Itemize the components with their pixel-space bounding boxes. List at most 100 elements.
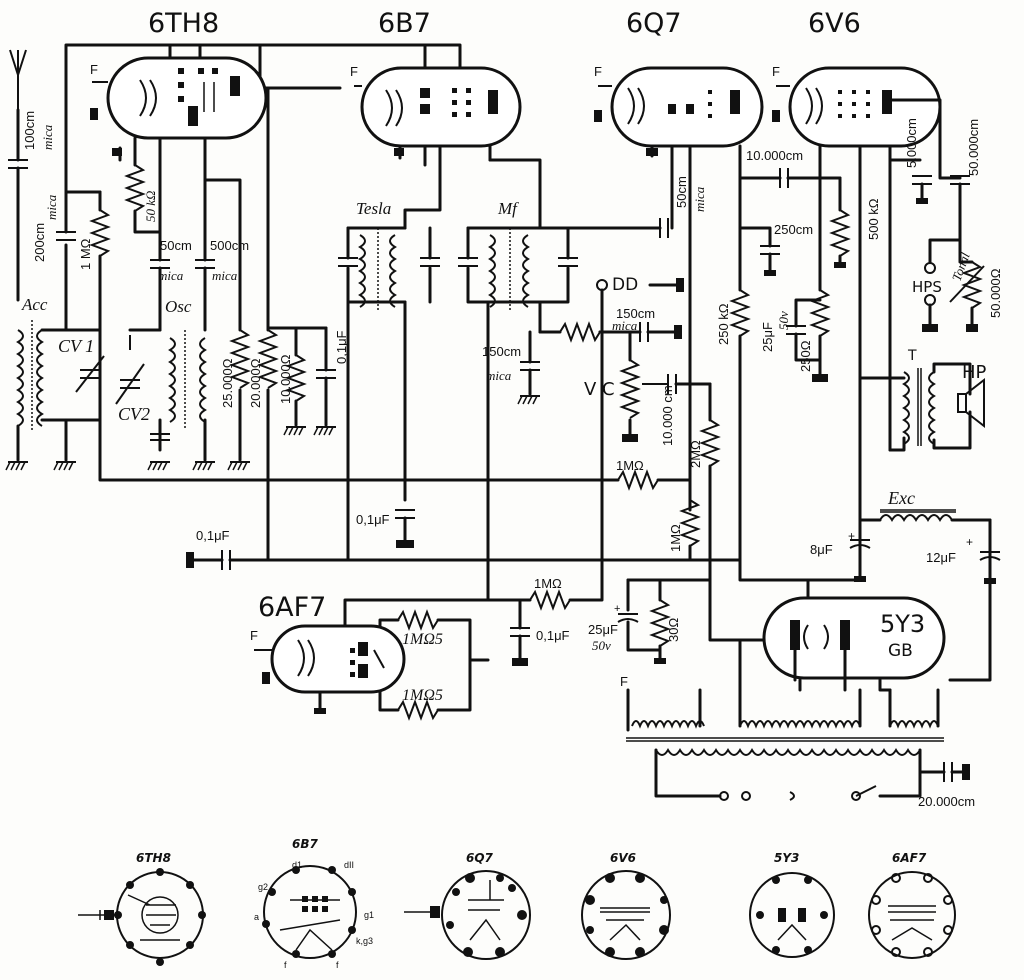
mica-label-6: mica	[612, 318, 638, 333]
r-2m-label: 2MΩ	[688, 440, 703, 468]
c-50cm-label: 50cm	[160, 238, 192, 253]
v-50v-label: 50v	[776, 311, 791, 330]
socket-6q7: 6Q7	[404, 851, 531, 960]
pin-label-f2: f	[336, 960, 339, 970]
v-50v-label-b: 50v	[592, 638, 611, 653]
plus-sign: +	[966, 535, 973, 549]
r-1m-label: 1 MΩ	[78, 238, 93, 270]
c-150cm-label-1: 150cm	[482, 344, 521, 359]
c-500cm-label: 500cm	[210, 238, 249, 253]
c-200cm-label: 200cm	[32, 223, 47, 262]
pin-label-f1: f	[284, 960, 287, 970]
socket-label-6v6: 6V6	[610, 851, 636, 865]
plus-sign: +	[614, 603, 620, 615]
exc-label: Exc	[887, 488, 915, 508]
plus-sign: +	[848, 529, 855, 543]
mica-label-7: mica	[692, 186, 707, 212]
f-label-4: F	[772, 64, 780, 79]
tube-6q7-label: 6Q7	[626, 8, 682, 39]
r-1m-label-c: 1MΩ	[668, 524, 683, 552]
c-01uf-label-2: 0,1μF	[356, 512, 390, 527]
r-30-label: 30Ω	[666, 618, 681, 642]
r-1m5-label-b: 1MΩ5	[402, 687, 443, 704]
c-01uf-label-3: 0,1μF	[196, 528, 230, 543]
dd-label: DD	[612, 275, 638, 295]
pin-label-d1: d1	[292, 860, 302, 870]
pin-label-g1: g1	[364, 910, 374, 920]
socket-label-6q7: 6Q7	[466, 851, 494, 865]
f-label-2: F	[350, 64, 358, 79]
cv1-label: CV 1	[58, 336, 94, 356]
osc-label: Osc	[165, 297, 192, 316]
ground-icon	[227, 461, 250, 471]
r-500k-label: 500 kΩ	[866, 198, 881, 240]
pin-label-dii: dII	[344, 860, 354, 870]
c-01uf-label-4: 0,1μF	[536, 628, 570, 643]
c-01uf-label-1: 0,1μF	[334, 330, 349, 364]
pin-label-a: a	[254, 912, 259, 922]
mf-label: Mf	[497, 199, 519, 218]
socket-5y3: 5Y3	[749, 851, 835, 958]
r-1m-label-d: 1MΩ	[534, 576, 562, 591]
ground-icon	[192, 461, 215, 471]
mica-label-1: mica	[40, 124, 55, 150]
tube-6th8-label: 6TH8	[148, 8, 219, 39]
c-20000cm-label: 20.000cm	[918, 794, 975, 809]
mica-label-5: mica	[486, 368, 512, 383]
c-25uf-label: 25μF	[760, 322, 775, 352]
ground-icon	[147, 461, 170, 471]
pin-label-kg3: k,g3	[356, 936, 373, 946]
c-5000cm-label: 5.000cm	[904, 118, 919, 168]
tube-5y3-label: 5Y3	[880, 610, 925, 638]
f-label-6: F	[620, 674, 628, 689]
c-50000cm-label: 50.000cm	[966, 119, 981, 176]
socket-label-6b7: 6B7	[292, 837, 318, 851]
socket-label-6th8: 6TH8	[136, 851, 171, 865]
socket-6th8: 6TH8	[78, 851, 206, 966]
f-label-3: F	[594, 64, 602, 79]
r-1m5-label-a: 1MΩ5	[402, 631, 443, 648]
tube-5y3-sub: GB	[888, 641, 913, 661]
tube-6v6-label: 6V6	[808, 8, 861, 39]
c-100cm-label: 100cm	[22, 111, 37, 150]
tesla-label: Tesla	[356, 199, 391, 218]
speaker-icon	[957, 377, 985, 429]
cv2-label: CV2	[118, 404, 150, 424]
socket-6b7: 6B7 d1 g2 dII a g1 k,g3 f f	[254, 837, 374, 970]
hps-label: HPS	[912, 278, 942, 296]
ground-icon	[5, 461, 28, 471]
ground-icon	[283, 426, 306, 436]
acc-label: Acc	[21, 295, 48, 314]
mica-label-3: mica	[158, 268, 184, 283]
f-label-5: F	[250, 628, 258, 643]
r-1m-label-b: 1MΩ	[616, 458, 644, 473]
c-10000cm-label-1: 10.000cm	[746, 148, 803, 163]
tube-6th8	[106, 56, 268, 140]
r-tonal-label: 50.000Ω	[988, 268, 1003, 318]
r-250-label: 250Ω	[798, 340, 813, 372]
socket-label-5y3: 5Y3	[774, 851, 799, 865]
c-10000cm-label-2: 10.000 cm	[660, 385, 675, 446]
antenna-icon	[9, 49, 27, 110]
c-50cm-label-2: 50cm	[674, 176, 689, 208]
pin-label-g2: g2	[258, 882, 268, 892]
socket-6v6: 6V6	[581, 851, 671, 960]
c-25uf-label-b: 25μF	[588, 622, 618, 637]
t-label: T	[907, 348, 917, 364]
f-label-1: F	[90, 62, 98, 77]
c-8uf-label: 8μF	[810, 542, 833, 557]
tube-6af7-label: 6AF7	[258, 592, 326, 623]
c-150cm-label-2: 150cm	[616, 306, 655, 321]
mica-label-4: mica	[212, 268, 238, 283]
hp-label: HP	[962, 362, 987, 383]
ground-icon	[53, 461, 76, 471]
r-25k-label: 25.000Ω	[220, 358, 235, 408]
vc-label: V C	[584, 379, 615, 400]
tube-6b7-label: 6B7	[378, 8, 431, 39]
ground-icon	[313, 426, 336, 436]
r-250k-label: 250 kΩ	[716, 303, 731, 345]
socket-label-6af7: 6AF7	[892, 851, 927, 865]
r-10k-label: 10.000Ω	[278, 354, 293, 404]
